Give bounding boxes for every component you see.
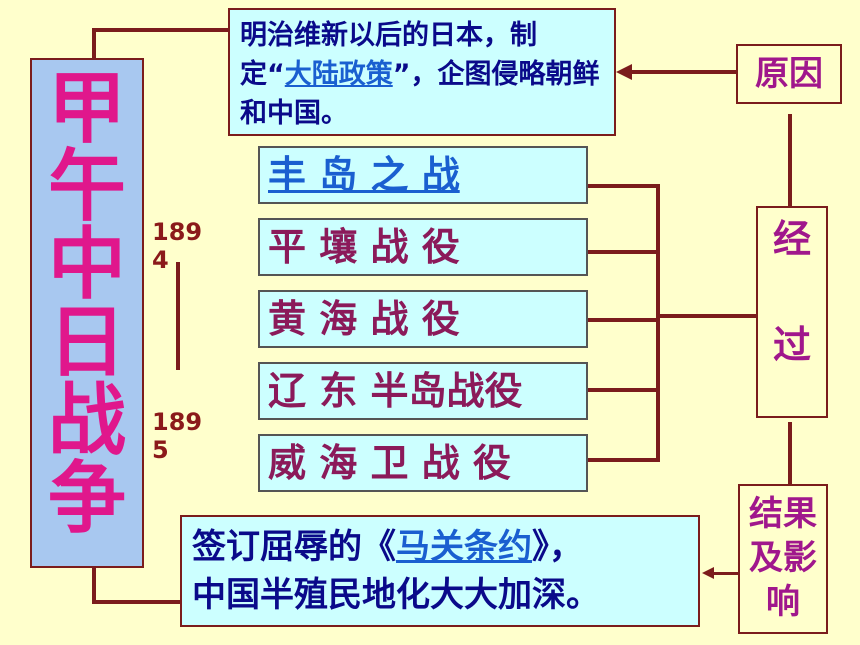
cause-text-after: ”，企图侵略朝鲜和中国。 <box>240 59 600 129</box>
result-text-after: 》， <box>532 527 583 567</box>
cause-text-box: 明治维新以后的日本，制定“大陆政策”，企图侵略朝鲜和中国。 <box>228 8 616 136</box>
title-char: 甲 <box>47 64 126 154</box>
result-line-1: 签订屈辱的《马关条约》， <box>192 523 688 571</box>
bracket-to-process <box>656 314 756 318</box>
bracket-battle-2 <box>588 250 660 254</box>
result-label-3: 响 <box>766 582 800 622</box>
connector-process-result <box>788 422 792 484</box>
battle-label[interactable]: 丰 岛 之 战 <box>268 153 460 197</box>
year-end: 1895 <box>152 408 203 464</box>
battle-label: 黄 海 战 役 <box>268 297 460 341</box>
result-label-1: 结果 <box>749 494 817 534</box>
timeline-bar <box>176 262 180 370</box>
battle-pyongyang: 平 壤 战 役 <box>258 218 588 276</box>
bracket-battle-5 <box>588 458 660 462</box>
bracket-battle-4 <box>588 388 660 392</box>
battle-fengdao[interactable]: 丰 岛 之 战 <box>258 146 588 204</box>
year-start: 1894 <box>152 218 203 274</box>
result-line-2: 中国半殖民地化大大加深。 <box>192 575 600 615</box>
battle-label: 辽 东 半岛战役 <box>268 369 523 413</box>
arrow-left-icon <box>616 64 632 80</box>
title-char: 日 <box>47 298 126 388</box>
result-label-2: 及影 <box>749 538 817 578</box>
bracket-battle-1 <box>588 184 660 188</box>
cause-label: 原因 <box>755 54 823 94</box>
arrow-result-shaft <box>712 572 738 575</box>
treaty-shimonoseki-link[interactable]: 马关条约 <box>396 527 532 567</box>
result-text-before: 签订屈辱的《 <box>192 527 396 567</box>
battle-liaodong: 辽 东 半岛战役 <box>258 362 588 420</box>
arrow-left-icon <box>702 567 714 579</box>
connector-title-top-vertical <box>92 28 96 58</box>
connector-title-bottom-horizontal <box>92 600 182 604</box>
process-label-1: 经 <box>772 217 811 261</box>
connector-title-bottom-vertical <box>92 568 96 604</box>
process-label-box: 经 过 <box>756 206 828 418</box>
battle-weihaiwei: 威 海 卫 战 役 <box>258 434 588 492</box>
title-char: 午 <box>47 142 126 232</box>
connector-title-top-horizontal <box>92 28 230 32</box>
result-text-box: 签订屈辱的《马关条约》， 中国半殖民地化大大加深。 <box>180 515 700 627</box>
continental-policy-link[interactable]: 大陆政策 <box>284 59 393 90</box>
battle-yellow-sea: 黄 海 战 役 <box>258 290 588 348</box>
bracket-vertical <box>656 184 660 462</box>
cause-text-before: 明治维新以后的日本，制定“ <box>240 20 537 90</box>
title-char: 争 <box>47 454 126 544</box>
battle-label: 平 壤 战 役 <box>268 225 460 269</box>
bracket-battle-3 <box>588 318 660 322</box>
war-title-box: 甲 午 中 日 战 争 <box>30 58 144 568</box>
process-label-2: 过 <box>772 323 811 367</box>
result-label-box: 结果 及影 响 <box>738 484 828 634</box>
arrow-cause-shaft <box>630 70 736 74</box>
connector-cause-process <box>788 114 792 206</box>
cause-label-box: 原因 <box>736 44 842 104</box>
battle-label: 威 海 卫 战 役 <box>268 441 511 485</box>
title-char: 中 <box>47 220 126 310</box>
title-char: 战 <box>47 376 126 466</box>
